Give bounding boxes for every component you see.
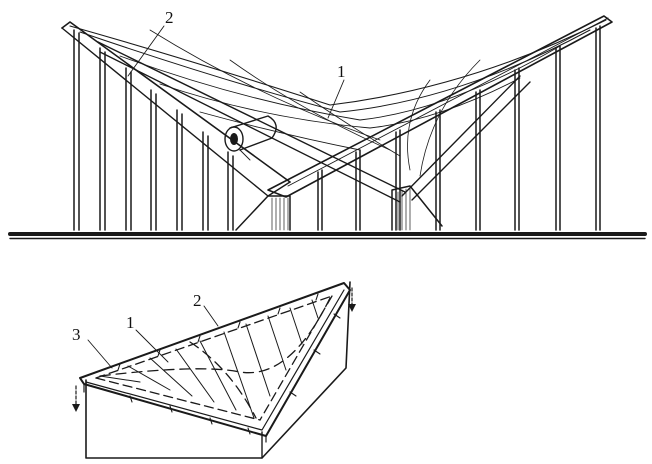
roof-membrane <box>69 19 607 177</box>
label-top-roof-surface: 1 <box>337 62 346 81</box>
posts <box>73 25 601 231</box>
top-leader-lines <box>127 25 345 119</box>
roof-slab <box>79 282 351 443</box>
top-figure <box>8 15 647 240</box>
label-bottom-corner: 3 <box>72 325 81 344</box>
right-edge-beam <box>267 15 613 198</box>
dashed-border <box>95 295 333 421</box>
label-bottom-roof-surface: 1 <box>126 313 135 332</box>
drain-arrow-left <box>72 385 80 412</box>
edge-ticks <box>117 293 341 435</box>
support-buttresses <box>235 185 443 231</box>
drain-arrow-right <box>348 287 356 312</box>
inner-beams <box>97 41 531 203</box>
base-block <box>85 281 351 459</box>
label-bottom-edge-beam: 2 <box>193 291 202 310</box>
ground-line <box>8 232 647 240</box>
bottom-leader-lines <box>87 305 219 369</box>
label-top-edge-beam: 2 <box>165 8 174 27</box>
roll-of-material <box>224 115 277 161</box>
left-edge-beam <box>61 21 291 197</box>
bottom-figure <box>72 281 356 459</box>
dashed-curve <box>99 297 331 419</box>
